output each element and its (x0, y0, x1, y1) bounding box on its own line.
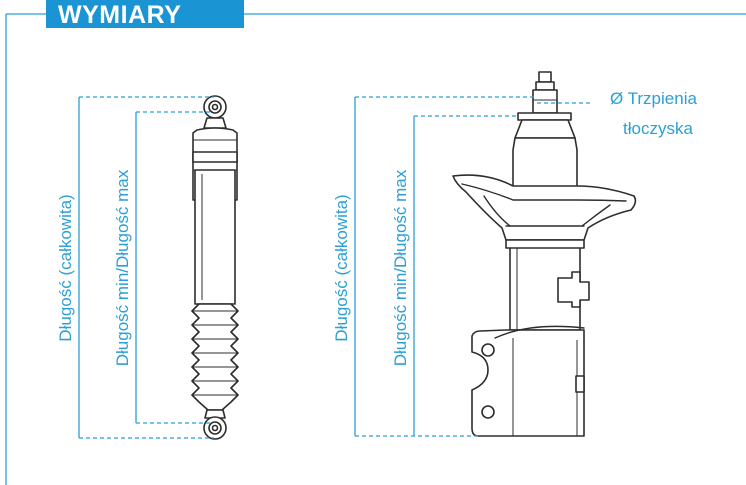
top-mounting-eye (203, 95, 227, 129)
rod-diameter-dimension: Ø Trzpienia tłoczyska (537, 89, 697, 138)
section-title: WYMIARY (46, 0, 244, 29)
strut-drawing (452, 71, 637, 437)
brake-hose-bracket (557, 271, 590, 308)
shock-absorber-drawing (191, 95, 239, 440)
top-mount-plate (512, 112, 578, 197)
section-frame (5, 13, 746, 485)
left-minmax-length-label: Długość min/Długość max (113, 169, 132, 366)
knuckle-mount (471, 325, 585, 437)
right-minmax-length-label: Długość min/Długość max (391, 169, 410, 366)
bottom-mounting-eye (203, 409, 227, 440)
right-minmax-length-dimension: Długość min/Długość max (391, 115, 518, 436)
rod-diameter-label-line1: Ø Trzpienia (610, 89, 697, 108)
rod-diameter-label-line2: tłoczyska (623, 119, 693, 138)
right-total-length-label: Długość (całkowita) (332, 194, 351, 341)
right-total-length-dimension: Długość (całkowita) (332, 96, 535, 437)
left-minmax-length-dimension: Długość min/Długość max (113, 111, 210, 424)
left-total-length-label: Długość (całkowita) (56, 194, 75, 341)
page-title: WYMIARY (58, 1, 181, 29)
piston-rod (532, 71, 558, 114)
left-total-length-dimension: Długość (całkowita) (56, 96, 214, 439)
spring-seat (452, 174, 637, 241)
protective-bellows (191, 303, 239, 411)
shock-body (194, 169, 236, 305)
